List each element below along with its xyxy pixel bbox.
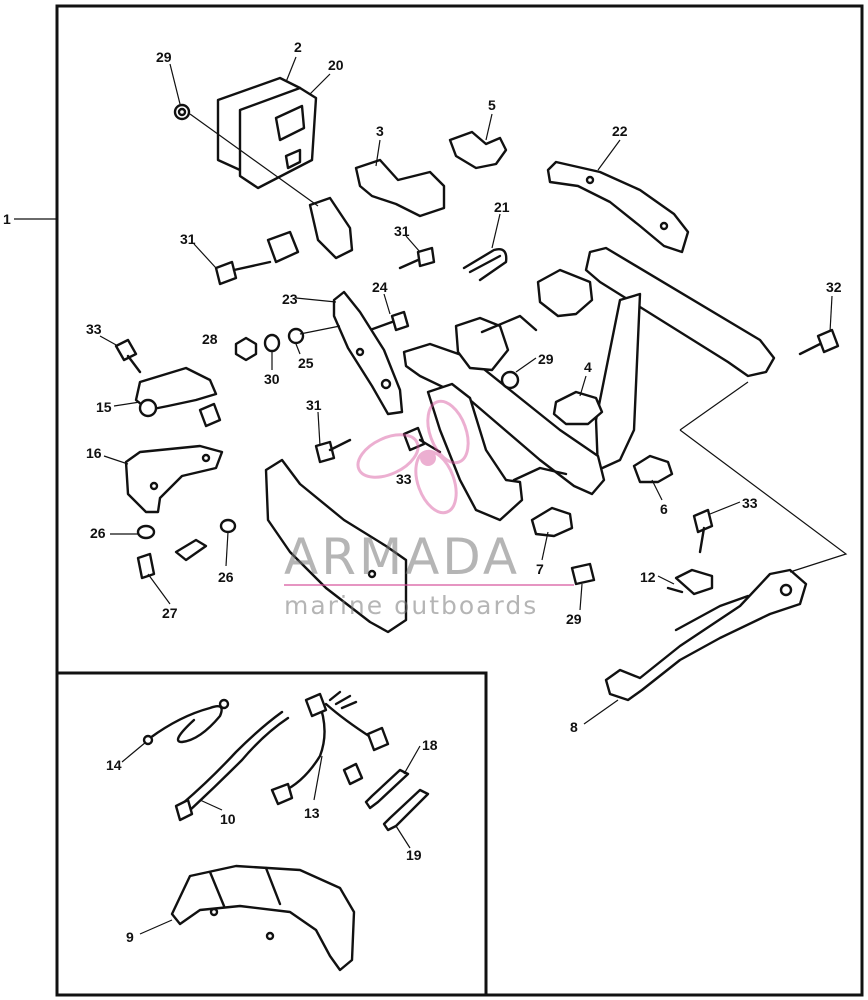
watermark-brand: ARMADA (284, 528, 520, 586)
callout-18: 18 (422, 737, 438, 753)
clamp-4 (552, 390, 604, 426)
fitting-18 (364, 768, 410, 810)
callout-5: 5 (488, 97, 496, 113)
bolt-31-lower (314, 438, 352, 464)
nut-29-lower (570, 562, 596, 586)
callout-30: 30 (264, 371, 280, 387)
watermark-tagline: marine outboards (284, 591, 538, 620)
callout-19: 19 (406, 847, 422, 863)
harness-13 (270, 690, 390, 806)
callout-20: 20 (328, 57, 344, 73)
hardware-28-30-25 (234, 325, 341, 362)
watermark: ARMADA marine outboards (284, 399, 574, 620)
callout-23: 23 (282, 291, 298, 307)
callout-29-top: 29 (156, 49, 172, 65)
callout-15: 15 (96, 399, 112, 415)
screw-33-centre (402, 426, 442, 454)
bolt-31-left (214, 260, 272, 286)
clamp-6 (632, 454, 674, 484)
main-mounting-frame (402, 246, 776, 522)
callout-31-left: 31 (180, 231, 196, 247)
propeller-icon (356, 399, 470, 515)
callout-24: 24 (372, 279, 388, 295)
callout-31-centre: 31 (394, 223, 410, 239)
clamp-3 (354, 158, 446, 218)
callout-10: 10 (220, 811, 236, 827)
callout-4: 4 (584, 359, 592, 375)
bracket-5 (448, 130, 508, 170)
callout-14: 14 (106, 757, 122, 773)
screw-33-right (692, 508, 714, 554)
cover-panel (264, 458, 408, 634)
callout-12: 12 (640, 569, 656, 585)
clamp-7 (530, 506, 574, 538)
u-bolt-21 (462, 248, 508, 282)
callout-29-centre: 29 (538, 351, 554, 367)
callout-22: 22 (612, 123, 628, 139)
callout-6: 6 (660, 501, 668, 517)
diagram-frame (55, 4, 864, 997)
nut-29-centre (500, 370, 520, 390)
plate-16 (124, 444, 224, 514)
callout-33-left: 33 (86, 321, 102, 337)
screw-33-left (114, 338, 142, 374)
bolt-24 (368, 310, 410, 332)
cable-14 (142, 698, 230, 746)
leader-lines (99, 56, 848, 935)
screw-32 (798, 328, 840, 356)
callout-27: 27 (162, 605, 178, 621)
callout-28: 28 (202, 331, 218, 347)
bracket-15 (134, 366, 222, 428)
callout-25: 25 (298, 355, 314, 371)
plate-23 (332, 290, 404, 416)
callout-21: 21 (494, 199, 510, 215)
callout-1: 1 (3, 211, 11, 227)
callout-26-right: 26 (218, 569, 234, 585)
callout-31-lower: 31 (306, 397, 322, 413)
callout-2: 2 (294, 39, 302, 55)
callout-13: 13 (304, 805, 320, 821)
callout-9: 9 (126, 929, 134, 945)
fitting-19 (382, 788, 430, 832)
callout-3: 3 (376, 123, 384, 139)
bracket-22 (546, 160, 690, 254)
callout-32: 32 (826, 279, 842, 295)
inset-frame (57, 671, 488, 995)
callout-16: 16 (86, 445, 102, 461)
wire-10 (174, 710, 290, 822)
callout-labels: 2 20 29 3 5 22 21 31 31 24 23 32 33 28 3… (86, 39, 842, 945)
callout-33-right: 33 (742, 495, 758, 511)
callout-33-centre: 33 (396, 471, 412, 487)
nut-29-top (173, 103, 191, 121)
callout-26-left: 26 (90, 525, 106, 541)
box-mount-bracket (266, 196, 354, 264)
bolt-31-centre (398, 246, 436, 270)
bracket-8 (604, 568, 808, 702)
callout-8: 8 (570, 719, 578, 735)
hardware-26-27 (136, 518, 237, 580)
callout-7: 7 (536, 561, 544, 577)
clamp-12 (666, 568, 714, 596)
callout-29-lower: 29 (566, 611, 582, 627)
electrical-box (216, 76, 318, 190)
cover-9 (170, 864, 356, 972)
